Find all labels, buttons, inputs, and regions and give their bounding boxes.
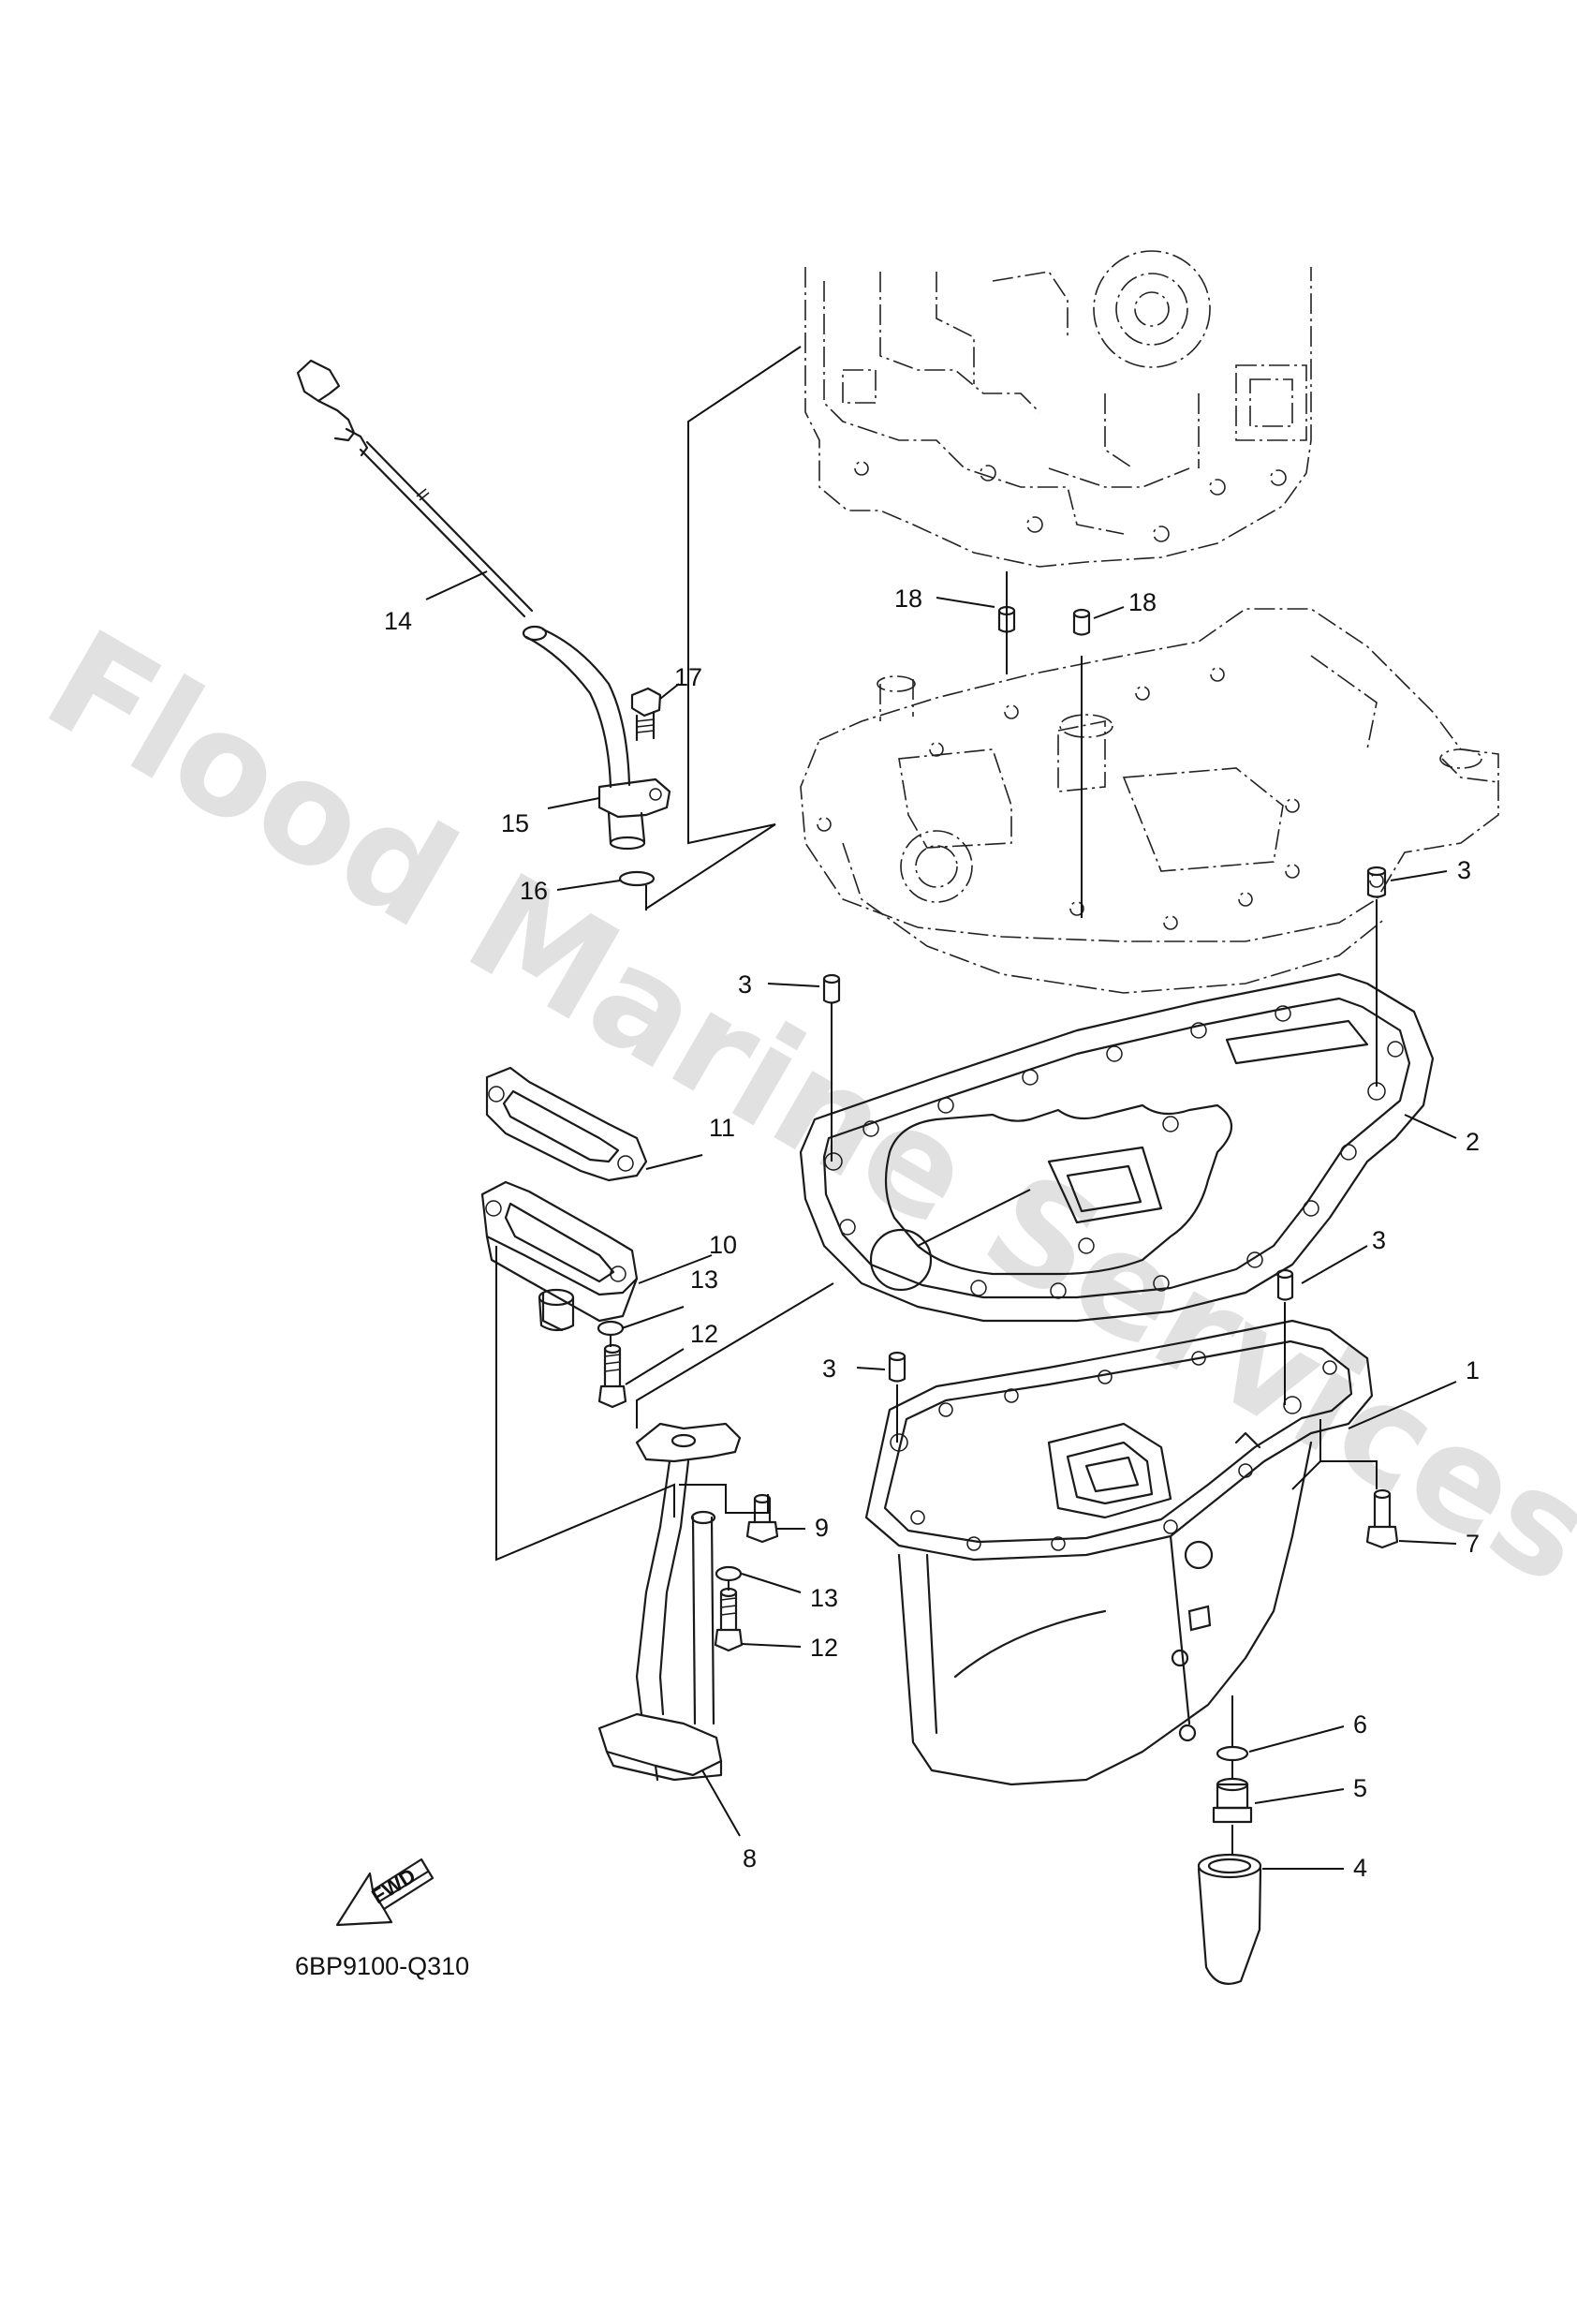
dipstick — [296, 359, 534, 618]
watermark-text: Flood Marine Services — [21, 600, 1577, 1616]
callout-9: 9 — [815, 1514, 829, 1542]
oil-strainer — [597, 1422, 742, 1782]
drawing-code: 6BP9100-Q310 — [295, 1952, 469, 1980]
callout-10: 10 — [709, 1231, 737, 1259]
callout-13a: 13 — [690, 1266, 718, 1294]
bolts-12 — [597, 1343, 744, 1652]
leader-lines — [425, 570, 1457, 1870]
gasket — [799, 972, 1435, 1323]
bolt-17 — [630, 687, 662, 742]
callout-2: 2 — [1466, 1128, 1480, 1156]
dipstick-guide — [522, 625, 671, 851]
gasket-6 — [1216, 1745, 1249, 1762]
callout-3a: 3 — [1457, 856, 1471, 884]
drain-plug-5 — [1212, 1777, 1253, 1824]
callout-4: 4 — [1353, 1854, 1367, 1882]
crankcase-phantom — [800, 608, 1499, 994]
callout-18a: 18 — [894, 585, 922, 613]
callout-16: 16 — [520, 877, 548, 905]
strainer-cover — [480, 1180, 639, 1332]
fwd-label: FWD — [367, 1863, 420, 1908]
callout-12b: 12 — [810, 1634, 838, 1662]
cylinder-block-phantom — [804, 250, 1312, 568]
callout-3b: 3 — [738, 970, 752, 999]
callout-11: 11 — [709, 1114, 735, 1142]
callout-15: 15 — [501, 809, 529, 837]
callout-1: 1 — [1466, 1356, 1480, 1384]
callout-18b: 18 — [1128, 588, 1157, 616]
callout-6: 6 — [1353, 1710, 1367, 1739]
fwd-arrow: FWD — [335, 1858, 435, 1927]
callout-5: 5 — [1353, 1774, 1367, 1802]
assembly-lines — [495, 346, 1378, 1855]
callout-7: 7 — [1466, 1530, 1480, 1558]
gasket-small — [485, 1066, 648, 1182]
o-ring — [618, 870, 656, 887]
callout-3c: 3 — [1372, 1226, 1386, 1254]
dowel-pins-18 — [997, 605, 1091, 636]
callout-12a: 12 — [690, 1320, 718, 1348]
watermark: Flood Marine Services — [21, 600, 1577, 1616]
callout-3d: 3 — [822, 1354, 836, 1383]
callout-labels: 1 2 3 3 3 3 4 5 6 7 8 9 10 11 12 12 13 1… — [384, 585, 1480, 1882]
bolt-7 — [1365, 1488, 1399, 1549]
callout-14: 14 — [384, 607, 412, 635]
callout-17: 17 — [674, 663, 702, 691]
callout-8: 8 — [743, 1844, 757, 1873]
drain-cover-4 — [1197, 1853, 1262, 1985]
callout-13b: 13 — [810, 1584, 838, 1612]
oil-pan — [864, 1319, 1374, 1786]
bolt-9 — [745, 1493, 779, 1544]
